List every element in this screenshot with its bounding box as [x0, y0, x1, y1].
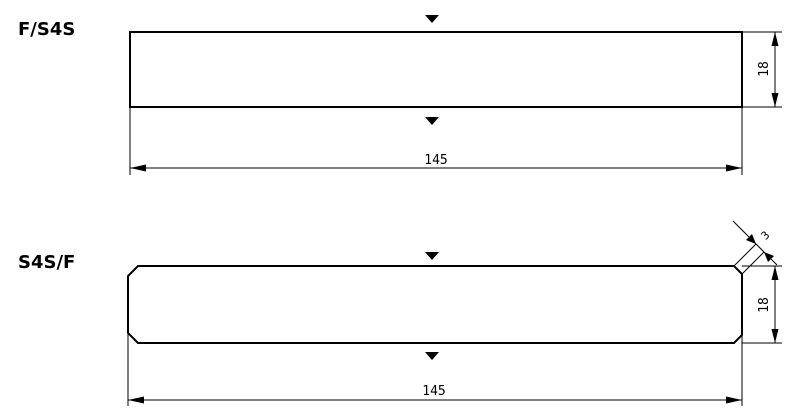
arrow-down-icon	[771, 329, 779, 343]
top-face-marker-icon	[425, 252, 439, 260]
bottom-face-marker-icon	[425, 352, 439, 360]
thickness-value: 18	[757, 61, 772, 77]
board-section-chamfered	[127, 265, 743, 344]
arrow-right-icon	[726, 396, 742, 404]
arrow-left-icon	[128, 396, 144, 404]
arrow-down-icon	[771, 93, 779, 107]
arrow-icon	[746, 234, 756, 244]
arrow-up-icon	[771, 266, 779, 280]
bottom-face-marker-icon	[425, 117, 439, 125]
profile-label: F/S4S	[18, 19, 75, 40]
thickness-dimension: 18	[742, 31, 782, 108]
arrow-right-icon	[726, 164, 742, 172]
profile-label: S4S/F	[18, 252, 75, 273]
length-value: 145	[422, 384, 445, 399]
thickness-value: 18	[757, 297, 772, 313]
profile-fs4s: F/S4S 145 18	[18, 15, 782, 175]
arrow-up-icon	[771, 32, 779, 46]
length-dimension: 145	[127, 333, 743, 406]
chamfer-value: 3	[759, 229, 773, 243]
length-dimension: 145	[129, 107, 743, 175]
arrow-icon	[764, 252, 774, 262]
arrow-left-icon	[130, 164, 146, 172]
thickness-dimension: 18	[742, 265, 782, 344]
profile-s4sf: S4S/F 145 18	[18, 220, 782, 406]
board-section-square	[129, 31, 743, 108]
top-face-marker-icon	[425, 15, 439, 23]
length-value: 145	[424, 153, 447, 168]
